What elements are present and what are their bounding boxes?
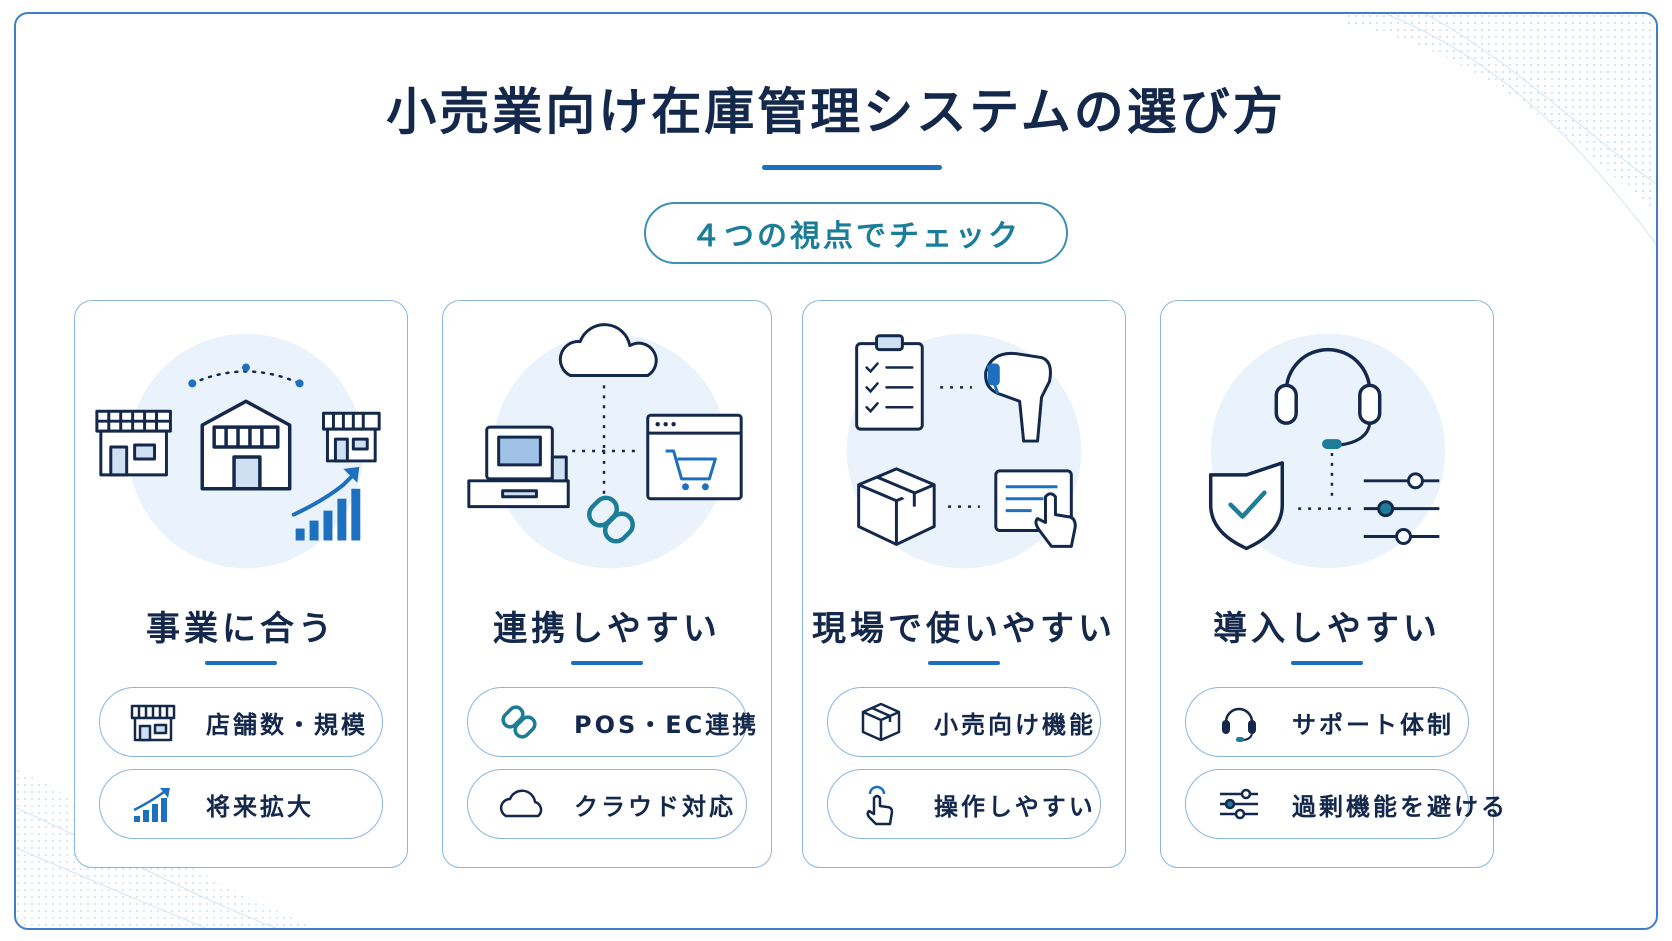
- integration-illustration: [467, 323, 743, 569]
- heading-underline: [205, 661, 277, 665]
- adoption-illustration: [1208, 333, 1446, 569]
- title-underline: [762, 165, 942, 170]
- item-retail-features: 小売向け機能: [827, 687, 1101, 757]
- box-icon: [861, 702, 901, 742]
- subtitle-badge: ４つの視点でチェック: [644, 202, 1068, 264]
- store-icon: [130, 704, 176, 742]
- item-cloud-support: クラウド対応: [467, 769, 747, 839]
- item-label: 店舗数・規模: [206, 710, 368, 739]
- page-frame: 小売業向け在庫管理システムの選び方 ４つの視点でチェック: [14, 12, 1658, 930]
- item-label: クラウド対応: [574, 792, 736, 821]
- heading-underline: [1291, 661, 1363, 665]
- tap-hand-icon: [866, 785, 894, 826]
- card-heading: 連携しやすい: [493, 609, 721, 649]
- page-title: 小売業向け在庫管理システムの選び方: [386, 82, 1286, 141]
- cloud-icon: [499, 789, 543, 818]
- link-icon: [501, 705, 537, 739]
- card-heading: 事業に合う: [146, 609, 336, 649]
- item-label: サポート体制: [1292, 710, 1454, 739]
- item-label: POS・EC連携: [574, 710, 760, 739]
- heading-underline: [571, 661, 643, 665]
- card-heading: 導入しやすい: [1213, 609, 1441, 649]
- item-easy-operation: 操作しやすい: [827, 769, 1101, 839]
- store-network-illustration: [95, 333, 381, 569]
- workflow-illustration: [846, 333, 1082, 569]
- item-label: 過剰機能を避ける: [1292, 792, 1508, 821]
- item-pos-ec-integration: POS・EC連携: [467, 687, 756, 757]
- card-ease-of-use: 現場で使いやすい 小売向け機能 操作しやすい: [802, 300, 1126, 868]
- item-support-system: サポート体制: [1185, 687, 1469, 757]
- item-store-scale: 店舗数・規模: [99, 687, 383, 757]
- card-easy-adoption: 導入しやすい サポート体制 過剰機能を避ける: [1160, 300, 1505, 868]
- card-heading: 現場で使いやすい: [812, 609, 1116, 649]
- item-label: 小売向け機能: [934, 710, 1096, 739]
- card-integration: 連携しやすい POS・EC連携 クラウド対応: [442, 300, 772, 868]
- item-label: 将来拡大: [206, 792, 314, 821]
- item-future-expansion: 将来拡大: [99, 769, 383, 839]
- headset-icon: [1222, 707, 1256, 742]
- sliders-icon: [1220, 788, 1258, 820]
- item-label: 操作しやすい: [934, 792, 1096, 821]
- growth-chart-icon: [133, 788, 170, 822]
- item-avoid-excess-features: 過剰機能を避ける: [1185, 769, 1505, 839]
- card-business-fit: 事業に合う 店舗数・規模: [74, 300, 408, 868]
- heading-underline: [928, 661, 1000, 665]
